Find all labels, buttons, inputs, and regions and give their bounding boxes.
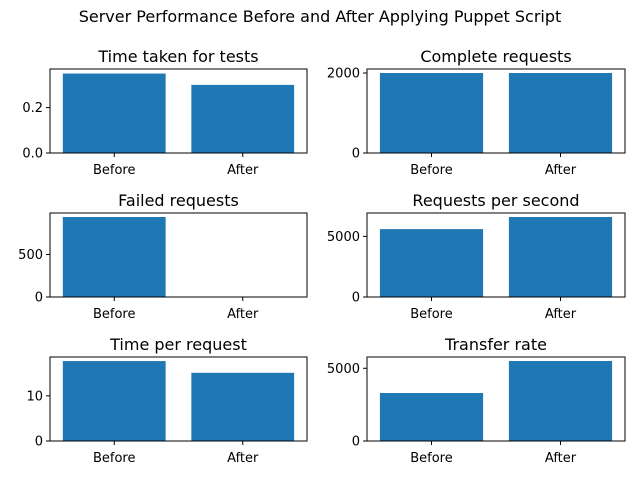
- subplot-title: Transfer rate: [444, 335, 547, 354]
- x-tick-label: Before: [410, 163, 453, 178]
- bar-before: [62, 217, 166, 297]
- x-tick-label: After: [545, 163, 577, 178]
- x-tick-label: After: [227, 307, 259, 322]
- axes-frame: [366, 356, 626, 442]
- y-tick-label: 0.2: [22, 101, 43, 116]
- figure-title: Server Performance Before and After Appl…: [78, 7, 562, 26]
- x-tick-label: Before: [410, 307, 453, 322]
- y-tick-label: 10: [26, 389, 43, 404]
- x-tick-label: Before: [93, 451, 136, 466]
- x-tick-label: After: [227, 163, 259, 178]
- bar-after: [191, 84, 295, 153]
- y-tick-label: 0: [35, 435, 43, 450]
- y-tick-label: 0: [352, 147, 360, 162]
- bar-before: [62, 73, 166, 153]
- axes-frame: [49, 356, 308, 442]
- y-tick-label: 0: [352, 291, 360, 306]
- y-tick-label: 5000: [327, 230, 360, 245]
- bar-before: [62, 361, 166, 441]
- bar-before: [379, 229, 484, 297]
- subplot-title: Time taken for tests: [97, 47, 258, 66]
- y-tick-label: 500: [18, 248, 43, 263]
- x-tick-label: Before: [410, 451, 453, 466]
- x-tick-label: Before: [93, 307, 136, 322]
- x-tick-label: After: [545, 307, 577, 322]
- subplot-title: Failed requests: [118, 191, 239, 210]
- bar-after: [508, 217, 613, 297]
- x-tick-label: After: [227, 451, 259, 466]
- bar-after: [508, 73, 613, 153]
- axes-frame: [366, 212, 626, 298]
- subplot-title: Time per request: [109, 335, 247, 354]
- bar-before: [379, 73, 484, 153]
- axes-frame: [49, 212, 308, 298]
- axes-frame: [366, 68, 626, 154]
- subplot-title: Complete requests: [420, 47, 571, 66]
- x-tick-label: Before: [93, 163, 136, 178]
- bar-after: [191, 372, 295, 441]
- x-tick-label: After: [545, 451, 577, 466]
- y-tick-label: 2000: [327, 67, 360, 82]
- bar-after: [508, 361, 613, 441]
- y-tick-label: 0: [35, 291, 43, 306]
- y-tick-label: 0.0: [22, 147, 43, 162]
- bar-before: [379, 393, 484, 441]
- y-tick-label: 5000: [327, 362, 360, 377]
- y-tick-label: 0: [352, 435, 360, 450]
- subplot-title: Requests per second: [412, 191, 579, 210]
- axes-frame: [49, 68, 308, 154]
